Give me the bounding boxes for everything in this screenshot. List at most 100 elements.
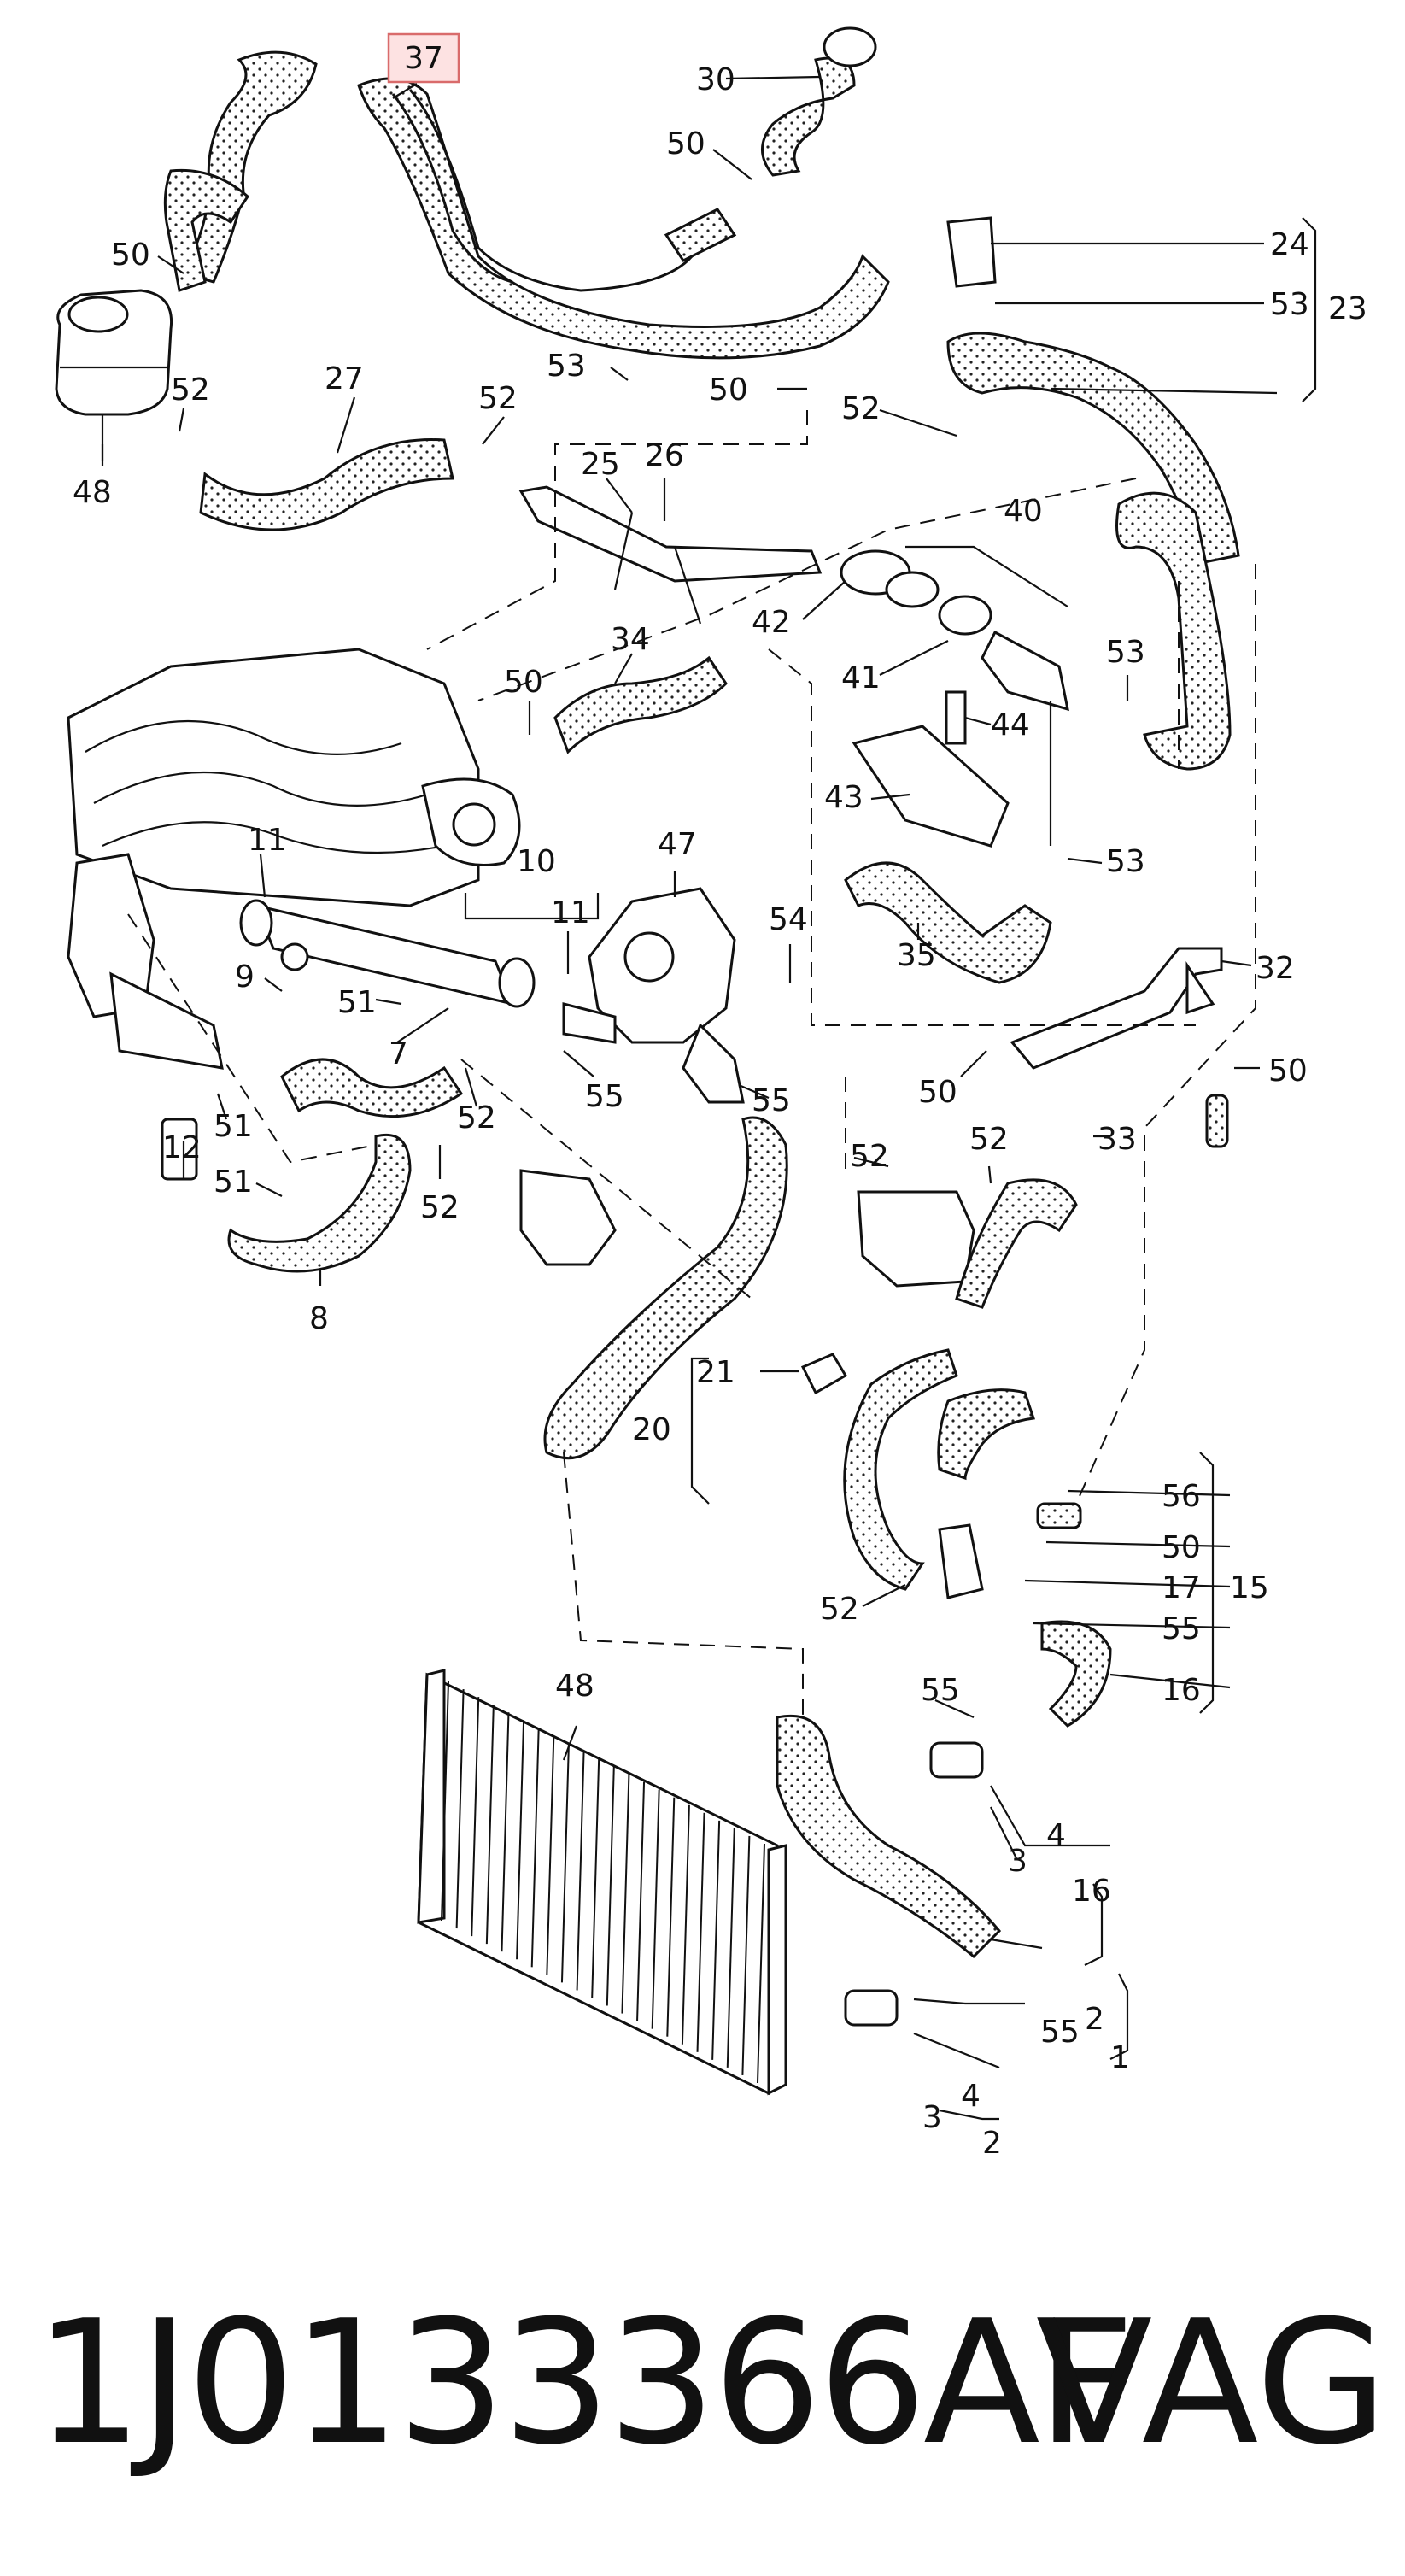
pipe-10 <box>239 899 536 1008</box>
callout-53[interactable]: 53 <box>547 349 586 384</box>
hose-56 <box>1036 1502 1082 1529</box>
callout-37[interactable]: 37 <box>404 41 443 76</box>
callout-4[interactable]: 4 <box>961 2079 981 2114</box>
hose-small-50 <box>1205 1094 1229 1148</box>
radiator-fin <box>726 1828 735 2068</box>
callout-2[interactable]: 2 <box>982 2126 1002 2161</box>
callout-44[interactable]: 44 <box>991 707 1030 742</box>
callout-25[interactable]: 25 <box>581 447 620 482</box>
connector-24 <box>946 216 997 288</box>
callout-50[interactable]: 50 <box>1268 1053 1308 1088</box>
brand-label: VAG <box>1035 2284 1388 2483</box>
callout-7[interactable]: 7 <box>389 1036 408 1071</box>
hose-20 <box>843 1348 958 1591</box>
coolant-flange-47 <box>562 887 745 1104</box>
callout-52[interactable]: 52 <box>969 1122 1009 1157</box>
callout-51[interactable]: 51 <box>214 1109 253 1144</box>
callout-50[interactable]: 50 <box>709 373 748 408</box>
callout-3[interactable]: 3 <box>1008 1844 1027 1879</box>
callout-27[interactable]: 27 <box>325 361 364 396</box>
callout-16[interactable]: 16 <box>1072 1874 1111 1909</box>
callout-41[interactable]: 41 <box>841 660 881 695</box>
callout-33[interactable]: 33 <box>1098 1122 1137 1157</box>
callout-3[interactable]: 3 <box>922 2100 942 2135</box>
callout-40[interactable]: 40 <box>1004 494 1043 529</box>
callout-2[interactable]: 2 <box>1085 2002 1104 2037</box>
callout-26[interactable]: 26 <box>645 438 684 473</box>
callout-51[interactable]: 51 <box>337 985 377 1020</box>
callout-34[interactable]: 34 <box>611 622 650 657</box>
callout-35[interactable]: 35 <box>897 938 936 973</box>
part-number: 1J0133366AF <box>34 2284 1135 2483</box>
callout-55[interactable]: 55 <box>1162 1611 1201 1646</box>
callout-1[interactable]: 1 <box>1110 2040 1130 2075</box>
thermostat-housing <box>840 549 1069 848</box>
radiator-fin <box>606 1766 615 2006</box>
callout-50[interactable]: 50 <box>666 126 705 161</box>
connection-dash-lines <box>127 410 1256 1717</box>
callout-32[interactable]: 32 <box>1256 951 1295 986</box>
expansion-tank <box>55 289 173 461</box>
callout-4[interactable]: 4 <box>1046 1818 1066 1853</box>
callout-52[interactable]: 52 <box>457 1100 496 1135</box>
callout-53[interactable]: 53 <box>1106 635 1145 670</box>
callout-50[interactable]: 50 <box>111 238 150 273</box>
callout-52[interactable]: 52 <box>420 1190 460 1225</box>
radiator-fin <box>741 1835 751 2075</box>
callout-43[interactable]: 43 <box>824 780 863 815</box>
callout-11[interactable]: 11 <box>248 823 287 858</box>
radiator-fin <box>576 1751 585 1991</box>
callout-52[interactable]: 52 <box>820 1592 859 1627</box>
hose-left-mid <box>163 168 249 292</box>
callout-55[interactable]: 55 <box>752 1083 791 1118</box>
callout-52[interactable]: 52 <box>841 391 881 426</box>
callout-11[interactable]: 11 <box>551 895 590 930</box>
callout-55[interactable]: 55 <box>921 1673 960 1708</box>
parts-diagram: 37 30 50 50 24 53 23 27 52 52 53 50 52 4… <box>55 26 1367 2161</box>
callout-17[interactable]: 17 <box>1162 1570 1201 1605</box>
callout-47[interactable]: 47 <box>658 827 697 862</box>
callout-23[interactable]: 23 <box>1328 291 1367 326</box>
callout-10[interactable]: 10 <box>517 844 556 879</box>
callout-24[interactable]: 24 <box>1270 227 1309 262</box>
hose-center-long <box>543 1116 788 1460</box>
callout-51[interactable]: 51 <box>214 1165 253 1200</box>
callout-55[interactable]: 55 <box>1040 2015 1080 2050</box>
callout-55[interactable]: 55 <box>585 1079 624 1114</box>
callout-9[interactable]: 9 <box>235 959 255 995</box>
radiator-fin <box>485 1705 495 1945</box>
callout-50[interactable]: 50 <box>918 1075 957 1110</box>
callout-52[interactable]: 52 <box>171 373 210 408</box>
callout-50[interactable]: 50 <box>504 665 543 700</box>
hose-right-lower <box>1115 491 1232 771</box>
hose-left-upper <box>181 50 318 284</box>
callout-8[interactable]: 8 <box>309 1301 329 1336</box>
callout-50[interactable]: 50 <box>1162 1530 1201 1565</box>
radiator-fin <box>441 1681 449 1922</box>
callout-53[interactable]: 53 <box>1270 287 1309 322</box>
callout-52[interactable]: 52 <box>478 381 518 416</box>
callout-56[interactable]: 56 <box>1162 1479 1201 1514</box>
leader-lines <box>101 75 1317 2121</box>
hose-35 <box>844 861 1052 984</box>
connector-4a <box>929 1741 984 1779</box>
callout-30[interactable]: 30 <box>696 62 735 97</box>
radiator-fin <box>711 1820 721 2060</box>
callout-52[interactable]: 52 <box>850 1139 889 1174</box>
radiator <box>417 1669 787 2096</box>
callout-48[interactable]: 48 <box>73 475 112 510</box>
hose-52-right <box>955 1178 1078 1309</box>
oil-cooler <box>857 1190 975 1288</box>
hose-8 <box>227 1134 412 1273</box>
callout-15[interactable]: 15 <box>1230 1570 1269 1605</box>
callout-48[interactable]: 48 <box>555 1669 594 1704</box>
callout-12[interactable]: 12 <box>162 1130 202 1165</box>
callout-42[interactable]: 42 <box>752 605 791 640</box>
callout-20[interactable]: 20 <box>632 1412 671 1447</box>
callout-54[interactable]: 54 <box>769 902 808 937</box>
callout-53[interactable]: 53 <box>1106 844 1145 879</box>
radiator-fin <box>621 1774 630 2014</box>
callout-16[interactable]: 16 <box>1162 1673 1201 1708</box>
radiator-fins <box>441 1681 765 2084</box>
callout-21[interactable]: 21 <box>696 1355 735 1390</box>
